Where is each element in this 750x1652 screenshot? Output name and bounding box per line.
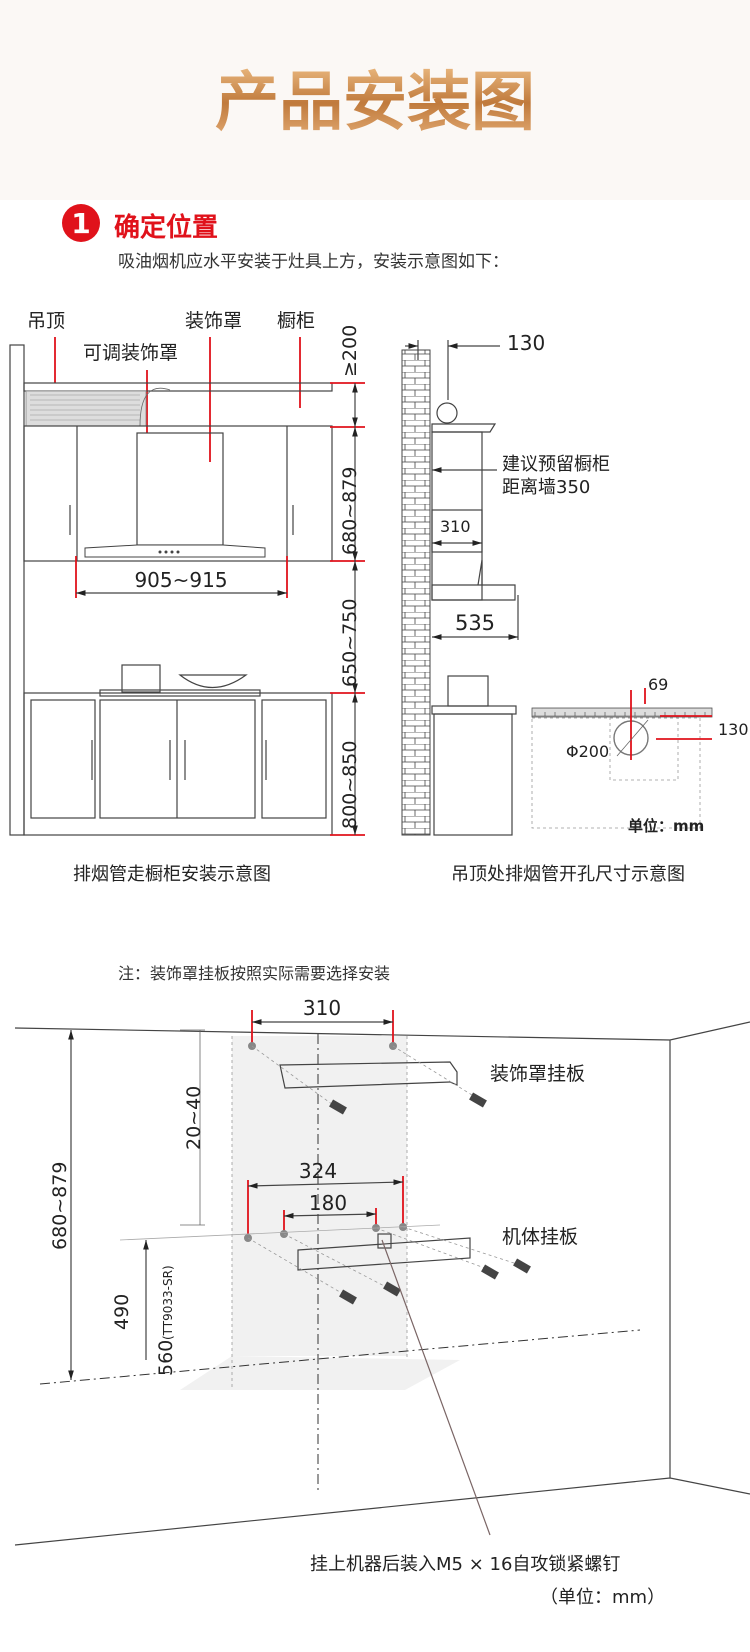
caption-left: 排烟管走橱柜安装示意图 (73, 864, 271, 885)
step-number: 1 (71, 207, 90, 240)
dim-top-spacing: 310 (303, 996, 341, 1020)
dim-hood-depth: 535 (455, 611, 495, 635)
dim-body-outer: 324 (299, 1159, 337, 1183)
unit-label: 单位：mm (628, 817, 704, 835)
label-cabinet: 橱柜 (277, 310, 315, 332)
dim-cover-height: 680~879 (339, 467, 361, 555)
dim-hole-wall: 130 (718, 720, 749, 739)
caption-right: 吊顶处排烟管开孔尺寸示意图 (451, 864, 685, 885)
ceiling-hole-diagram: 130 建议预留橱柜 距离墙350 310 535 69 130 Φ200 单位… (401, 331, 749, 885)
bracket-note: 注：装饰罩挂板按照实际需要选择安装 (118, 964, 390, 983)
header-background (0, 0, 750, 200)
dim-hole-diameter: Φ200 (566, 742, 609, 761)
label-body-plate: 机体挂板 (502, 1226, 578, 1248)
dim-width: 905~915 (134, 568, 227, 592)
note-line1: 建议预留橱柜 (502, 454, 610, 475)
dim-counter-height: 800~850 (339, 741, 361, 829)
dim-hole-offset: 69 (648, 675, 668, 694)
dim-height-560: 560 (155, 1340, 177, 1376)
label-cover-plate: 装饰罩挂板 (490, 1063, 585, 1085)
step-number-badge (62, 204, 100, 242)
label-cover: 装饰罩 (185, 310, 242, 332)
model-number: (TT9033-SR) (161, 1265, 175, 1340)
page-title: 产品安装图 (215, 66, 535, 140)
dim-offset: 20~40 (183, 1086, 205, 1150)
dim-wall-offset: 130 (507, 331, 545, 355)
note-line2: 距离墙350 (502, 477, 590, 498)
dim-total-height: 680~879 (49, 1162, 71, 1250)
screw-note: 挂上机器后装入M5 × 16自攻锁紧螺钉 (310, 1554, 620, 1575)
bracket-installation-diagram: 注：装饰罩挂板按照实际需要选择安装 310 装饰罩挂板 20~40 680~87… (14, 964, 750, 1608)
step-title: 确定位置 (114, 212, 218, 243)
dim-hood-to-stove: 650~750 (339, 599, 361, 687)
label-adjustable-cover: 可调装饰罩 (83, 342, 178, 364)
dim-height-490: 490 (111, 1294, 133, 1330)
dim-depth: 310 (440, 517, 471, 536)
label-ceiling: 吊顶 (27, 310, 65, 332)
dim-body-inner: 180 (309, 1191, 347, 1215)
step-description: 吸油烟机应水平安装于灶具上方，安装示意图如下： (118, 252, 509, 272)
bracket-unit: （单位：mm） (540, 1587, 665, 1608)
dim-top-gap: ≥200 (339, 325, 361, 377)
cabinet-exhaust-diagram: 吊顶 装饰罩 橱柜 可调装饰罩 905~915 (9, 310, 365, 885)
